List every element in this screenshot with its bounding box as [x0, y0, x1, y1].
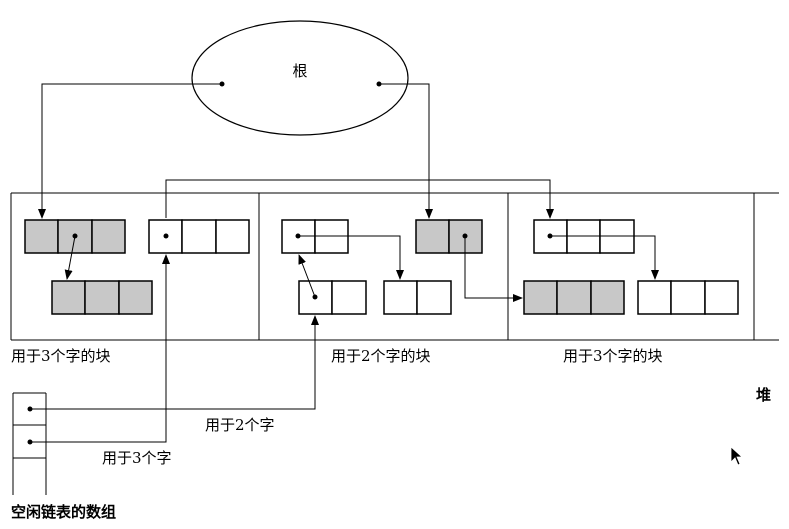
free-list-entry-label-2: 用于2个字 [205, 416, 275, 434]
free-list-entry-label-3: 用于3个字 [102, 449, 172, 467]
block-white-2-word-right [383, 280, 452, 315]
block-white-2-word-left [298, 280, 367, 315]
block-white-3-word-free [148, 219, 250, 254]
block-white-3-word-bottom [637, 280, 739, 315]
root-label: 根 [292, 62, 307, 80]
heap-label: 堆 [756, 386, 771, 404]
heap-frame [10, 192, 779, 341]
cursor-icon [730, 446, 744, 466]
arrow-3word-to-3word [550, 235, 659, 280]
arrow-root-to-region2 [379, 83, 433, 219]
arrow-freelist-2-word [30, 315, 319, 410]
block-gray-3-word-bottom [51, 280, 153, 315]
arrow-gray-to-gray [64, 235, 76, 280]
block-gray-2-word [415, 219, 483, 254]
arrow-freelist-3-word [30, 254, 170, 443]
arrow-region1-to-region3 [165, 179, 554, 219]
free-list-array [12, 392, 47, 495]
free-list-label: 空闲链表的数组 [11, 503, 116, 521]
arrow-root-to-region1 [38, 83, 222, 219]
root-ellipse [191, 20, 409, 136]
arrow-gray2-to-region3 [464, 236, 523, 302]
arrow-2word-back [298, 254, 316, 298]
block-label-2: 用于2个字的块 [331, 347, 431, 365]
block-label-1: 用于3个字的块 [11, 347, 111, 365]
arrow-2word-to-2word [298, 235, 404, 280]
pointer-dot [163, 233, 169, 239]
block-label-3: 用于3个字的块 [563, 347, 663, 365]
block-gray-3-word [523, 280, 625, 315]
